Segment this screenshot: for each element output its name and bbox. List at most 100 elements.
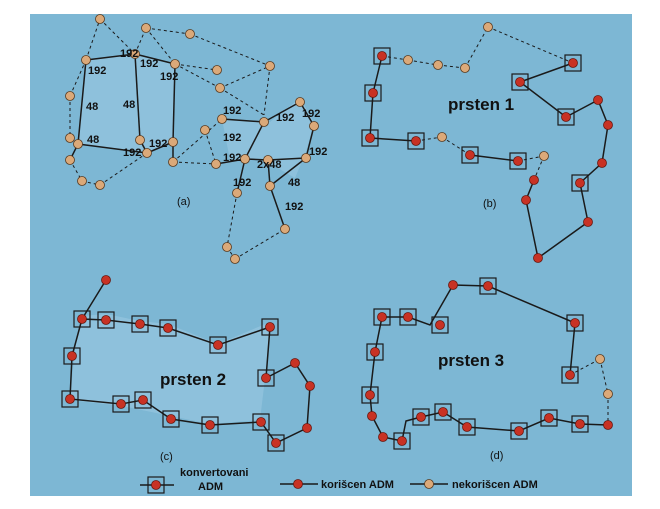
- unused-adm-node: [65, 133, 75, 143]
- unused-adm-node: [95, 180, 105, 190]
- used-adm-node: [365, 133, 375, 143]
- used-adm-node: [435, 320, 445, 330]
- used-adm-node: [533, 253, 543, 263]
- unused-adm-node: [603, 389, 613, 399]
- link-label: 192: [123, 147, 141, 159]
- link-label: 48: [87, 134, 99, 146]
- converted-adm-box: [431, 316, 449, 334]
- converted-adm-box: [461, 146, 479, 164]
- link: [263, 65, 271, 116]
- link-label: 192: [88, 65, 106, 77]
- used-adm-node: [515, 77, 525, 87]
- used-adm-node: [368, 88, 378, 98]
- link: [381, 55, 409, 61]
- used-adm-node: [570, 318, 580, 328]
- unused-adm-node: [77, 176, 87, 186]
- unused-adm-node: [539, 151, 549, 161]
- link: [134, 27, 147, 55]
- link-label: 192: [149, 138, 167, 150]
- link: [533, 155, 545, 181]
- used-adm-node: [377, 312, 387, 322]
- red-node-icon: [293, 479, 303, 489]
- link: [99, 18, 136, 55]
- link: [244, 121, 265, 160]
- shaded-regions: [70, 54, 314, 424]
- link: [85, 53, 136, 61]
- link-label: 192: [233, 177, 251, 189]
- used-adm-node: [565, 370, 575, 380]
- panel-d-unused-links: [569, 358, 609, 425]
- link-label: 2x48: [257, 159, 281, 171]
- link: [599, 358, 609, 395]
- converted-adm-box: [97, 311, 115, 329]
- used-adm-node: [116, 399, 126, 409]
- used-adm-node: [544, 413, 554, 423]
- converted-adm-box: [131, 315, 149, 333]
- unused-adm-node: [259, 117, 269, 127]
- unused-adm-node: [265, 61, 275, 71]
- link: [437, 64, 466, 69]
- panel-d-unused-nodes: [595, 354, 613, 399]
- used-adm-node: [138, 395, 148, 405]
- network-figure: 192 192 192 192 48 48 48 192 192 192 192…: [30, 14, 632, 496]
- used-adm-node: [213, 340, 223, 350]
- link: [269, 185, 286, 230]
- link: [263, 101, 301, 123]
- used-adm-node: [597, 158, 607, 168]
- used-adm-node: [403, 312, 413, 322]
- unused-adm-node: [403, 55, 413, 65]
- panel-a-topology: 192 192 192 192 48 48 48 192 192 192 192…: [65, 14, 327, 264]
- used-adm-node: [416, 412, 426, 422]
- converted-adm-box: [162, 410, 180, 428]
- unused-adm-node: [301, 153, 311, 163]
- used-adm-node: [583, 217, 593, 227]
- converted-adm-box: [540, 409, 558, 427]
- used-adm-node: [465, 150, 475, 160]
- panel-b-converted-nodes: [361, 47, 589, 192]
- unused-adm-node: [142, 148, 152, 158]
- converted-adm-box: [361, 129, 379, 147]
- link: [204, 129, 217, 165]
- legend-converted-line2: ADM: [198, 481, 223, 493]
- converted-adm-box: [399, 308, 417, 326]
- converted-adm-box: [261, 318, 279, 336]
- used-adm-node: [302, 423, 312, 433]
- used-adm-node: [135, 319, 145, 329]
- used-adm-node: [205, 420, 215, 430]
- link-label: 192: [285, 201, 303, 213]
- panel-a-link-labels: 192 192 192 192 48 48 48 192 192 192 192…: [86, 48, 327, 213]
- used-adm-node: [514, 426, 524, 436]
- link: [415, 136, 443, 142]
- ring-3-title: prsten 3: [438, 351, 504, 370]
- used-adm-node: [77, 314, 87, 324]
- converted-adm-box: [73, 310, 91, 328]
- converted-adm-box: [566, 314, 584, 332]
- link-label: 192: [140, 58, 158, 70]
- panel-a-nodes: [65, 14, 319, 264]
- link: [145, 27, 191, 35]
- used-adm-node: [462, 422, 472, 432]
- converted-adm-box: [201, 416, 219, 434]
- used-adm-node: [261, 373, 271, 383]
- used-adm-node: [593, 95, 603, 105]
- unused-adm-node: [309, 121, 319, 131]
- link: [305, 125, 315, 159]
- panel-d-converted-nodes: [361, 277, 589, 450]
- converted-adm-box: [458, 418, 476, 436]
- boxed-red-node-icon: [147, 476, 165, 494]
- ring-1-path: [518, 62, 609, 260]
- converted-adm-box: [571, 415, 589, 433]
- unused-adm-node: [232, 188, 242, 198]
- ring-3-path: [452, 284, 576, 376]
- converted-adm-box: [257, 369, 275, 387]
- unused-adm-node: [135, 135, 145, 145]
- panel-d-ring-3: prsten 3 (d): [361, 277, 613, 462]
- used-adm-node: [166, 414, 176, 424]
- unused-adm-node: [295, 97, 305, 107]
- unused-adm-node: [130, 49, 140, 59]
- ring-2-title: prsten 2: [160, 370, 226, 389]
- panel-b-label: (b): [483, 198, 496, 210]
- link: [219, 87, 265, 116]
- link-label: 192: [160, 71, 178, 83]
- unused-adm-node: [263, 155, 273, 165]
